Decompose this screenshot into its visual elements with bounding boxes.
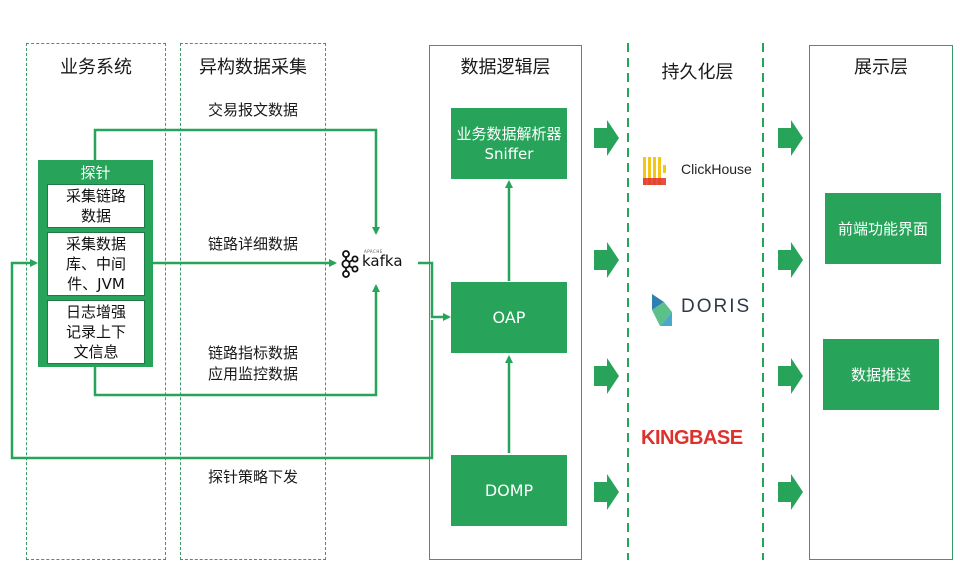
block-arrow-logic-1 [594, 120, 619, 156]
frontend-ui-box: 前端功能界面 [825, 193, 941, 264]
kafka-logo-sup: APACHE [364, 249, 383, 254]
probe-item-log-context: 日志增强 记录上下 文信息 [47, 300, 145, 364]
flow-label-policy: 探针策略下发 [207, 468, 298, 486]
column-title-presentation: 展示层 [854, 57, 908, 78]
block-arrow-logic-2 [594, 242, 619, 278]
flow-label-trace-metric: 链路指标数据 应用监控数据 [207, 344, 298, 383]
probe-item-trace: 采集链路 数据 [47, 184, 145, 228]
flow-label-trade: 交易报文数据 [207, 101, 298, 119]
trade-data-connector [93, 128, 380, 235]
column-title-heterogeneous: 异构数据采集 [199, 57, 307, 78]
column-title-logic: 数据逻辑层 [460, 57, 551, 78]
block-arrow-persist-2 [778, 242, 803, 278]
domp-box: DOMP [451, 455, 567, 526]
sniffer-box: 业务数据解析器 Sniffer [451, 108, 567, 179]
column-title-persistence: 持久化层 [661, 62, 734, 83]
data-push-box: 数据推送 [823, 339, 939, 410]
flow-label-trace-detail: 链路详细数据 [207, 235, 298, 253]
trace-metric-connector [93, 284, 380, 397]
block-arrow-persist-4 [778, 474, 803, 510]
probe-item-db-middleware-jvm: 采集数据 库、中间 件、JVM [47, 232, 145, 296]
block-arrow-logic-4 [594, 474, 619, 510]
data-logic-column [429, 45, 582, 560]
clickhouse-logo-icon [643, 157, 666, 185]
kingbase-logo-text: KINGBASE [641, 427, 743, 449]
presentation-column [809, 45, 953, 560]
kafka-logo-icon [341, 250, 359, 278]
probe-title: 探针 [80, 164, 111, 182]
business-system-column [26, 43, 166, 560]
doris-logo-text: DORIS [681, 296, 752, 317]
column-title-business: 业务系统 [60, 57, 132, 78]
kafka-logo-text: kafka [362, 252, 403, 270]
policy-connector [10, 259, 434, 460]
block-arrow-logic-3 [594, 358, 619, 394]
kafka-to-oap-connector [418, 261, 451, 321]
heterogeneous-collection-column [180, 43, 326, 560]
oap-box: OAP [451, 282, 567, 353]
probe-container: 探针 采集链路 数据 采集数据 库、中间 件、JVM 日志增强 记录上下 文信息 [38, 160, 153, 367]
block-arrow-persist-3 [778, 358, 803, 394]
block-arrow-persist-1 [778, 120, 803, 156]
doris-logo-icon [652, 294, 672, 326]
clickhouse-logo-text: ClickHouse [681, 161, 752, 177]
